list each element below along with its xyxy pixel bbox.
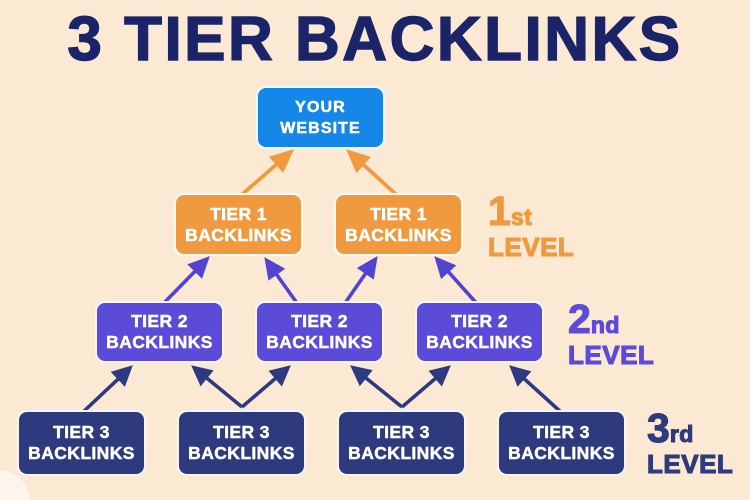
arrow-head (268, 149, 294, 173)
tier3-backlinks-box-2: TIER 3 BACKLINKS (177, 410, 306, 476)
arrow-head (509, 365, 532, 387)
box-label-line2: BACKLINKS (508, 443, 615, 464)
box-label-line2: BACKLINKS (348, 443, 455, 464)
page-title: 3 TIER BACKLINKS (67, 4, 683, 74)
arrow-head (434, 256, 457, 280)
arrow-head (428, 365, 451, 387)
arrow-head (191, 365, 214, 387)
arrow-shaft (203, 374, 244, 409)
level-word: LEVEL (487, 232, 575, 262)
level-label-2nd: 2nd LEVEL (567, 296, 655, 370)
level-number: 1 (487, 188, 511, 234)
box-label-line1: TIER 2 (131, 311, 188, 332)
arrow-shaft (520, 375, 564, 415)
tier2-backlinks-box-3: TIER 2 BACKLINKS (415, 301, 544, 363)
box-label-line2: BACKLINKS (185, 224, 292, 245)
box-label-line1: TIER 2 (451, 311, 508, 332)
box-label-line2: BACKLINKS (266, 332, 373, 353)
box-label-line2: BACKLINKS (28, 443, 135, 464)
level-number: 3 (646, 405, 670, 451)
arrow-head (187, 256, 210, 279)
tier1-backlinks-box-2: TIER 1 BACKLINKS (334, 193, 463, 256)
box-label-line1: TIER 3 (53, 422, 110, 443)
arrow-shaft (359, 161, 401, 199)
level-label-3rd: 3rd LEVEL (646, 405, 734, 479)
arrow-shaft (240, 375, 279, 409)
box-label-line1: TIER 1 (210, 203, 267, 224)
level-suffix: st (510, 204, 533, 230)
level-word: LEVEL (646, 449, 734, 479)
tier2-backlinks-box-2: TIER 2 BACKLINKS (255, 301, 384, 363)
box-label-line1: YOUR (295, 98, 346, 116)
level-label-1st: 1st LEVEL (487, 188, 575, 262)
box-label-line2: BACKLINKS (426, 332, 533, 353)
level-number: 2 (567, 296, 591, 342)
box-label-line2: BACKLINKS (345, 224, 452, 245)
box-label-line1: TIER 3 (533, 422, 590, 443)
box-label-line1: TIER 3 (373, 422, 430, 443)
tier1-to-website-arrows (237, 149, 401, 199)
arrow-shaft (362, 374, 404, 409)
level-suffix: rd (669, 421, 694, 447)
box-label-line2: WEBSITE (280, 119, 361, 137)
level-suffix: nd (590, 312, 620, 338)
arrow-head (110, 365, 133, 387)
arrow-shaft (273, 270, 301, 308)
tier2-backlinks-box-1: TIER 2 BACKLINKS (95, 301, 224, 363)
arrow-head (264, 257, 286, 281)
box-label-line1: TIER 1 (370, 203, 427, 224)
tier3-backlinks-box-4: TIER 3 BACKLINKS (497, 410, 626, 476)
tier3-to-tier2-arrows (80, 365, 564, 415)
box-label-line2: BACKLINKS (106, 332, 213, 353)
arrow-shaft (341, 269, 369, 308)
arrow-shaft (400, 375, 439, 409)
box-label-line2: BACKLINKS (188, 443, 295, 464)
tier1-backlinks-box-1: TIER 1 BACKLINKS (174, 193, 303, 256)
arrow-head (346, 149, 371, 174)
level-word: LEVEL (567, 340, 655, 370)
arrow-shaft (80, 375, 122, 415)
arrow-head (356, 256, 378, 280)
arrow-head (350, 365, 373, 387)
arrow-shaft (237, 161, 280, 199)
tier2-to-tier1-arrows (159, 256, 481, 308)
box-label-line1: TIER 3 (213, 422, 270, 443)
box-label-line1: TIER 2 (291, 311, 348, 332)
tier3-backlinks-box-1: TIER 3 BACKLINKS (17, 410, 146, 476)
arrow-shaft (159, 267, 199, 308)
tier3-backlinks-box-3: TIER 3 BACKLINKS (337, 410, 466, 476)
arrow-head (268, 365, 291, 387)
your-website-box: YOUR WEBSITE (256, 86, 385, 149)
arrow-shaft (445, 268, 481, 308)
